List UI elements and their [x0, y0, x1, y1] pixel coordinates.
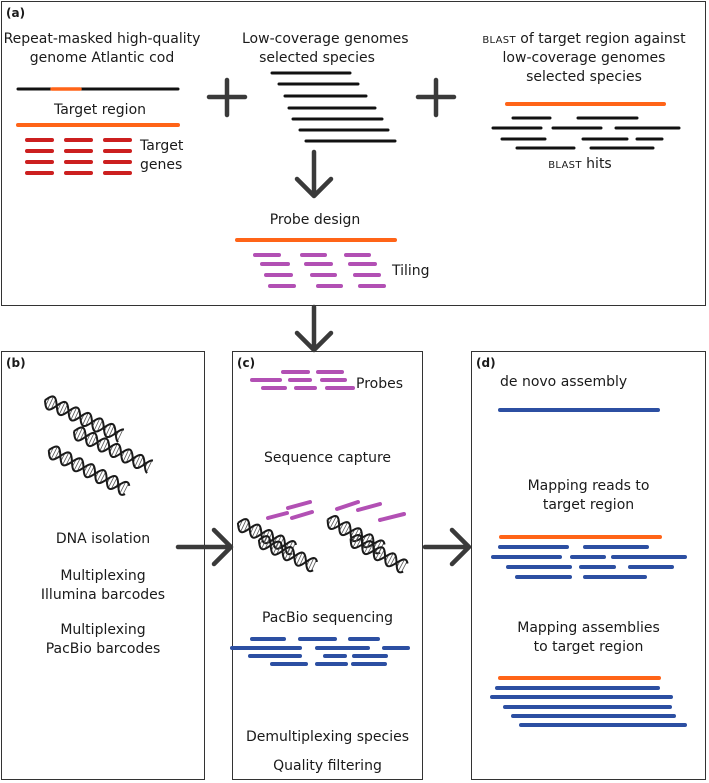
- arrow-to-probe-design: [294, 149, 334, 199]
- blast-hits-rest: hits: [581, 156, 612, 172]
- probes-label: Probes: [356, 376, 404, 392]
- mapping-reads-line2: target region: [542, 497, 635, 513]
- mapping-assemblies-line1: Mapping assemblies: [517, 620, 660, 636]
- captured-probe: [286, 500, 312, 510]
- target-genes-label-1: Target: [140, 138, 184, 154]
- blast-hits-label: BLAST hits: [520, 155, 640, 175]
- target-region-label: Target region: [53, 102, 147, 118]
- captured-probe: [356, 502, 382, 512]
- captured-probe: [290, 510, 314, 520]
- arrow-to-panel-c: [294, 304, 334, 353]
- dna-icon: [257, 535, 319, 573]
- captured-probe: [378, 512, 406, 522]
- blast-smallcaps: BLAST: [482, 35, 516, 46]
- dna-icon: [349, 534, 409, 574]
- line-marks: [16, 71, 687, 727]
- multiplexing-illumina-line1: Multiplexing: [60, 568, 146, 584]
- captured-probe: [266, 511, 289, 520]
- blast-description-rest: of target region against: [515, 31, 686, 47]
- dna-icon: [47, 445, 131, 496]
- arrow-c-to-d: [422, 527, 472, 567]
- cod-genome-line1: Repeat-masked high-quality: [3, 31, 201, 47]
- flow-arrows: [175, 77, 472, 567]
- arrow-b-to-c: [175, 527, 234, 567]
- blast-hits-smallcaps: BLAST: [548, 160, 582, 171]
- target-genes-label-2: genes: [140, 157, 183, 173]
- dna-isolation-label: DNA isolation: [55, 531, 151, 547]
- mapping-reads-line1: Mapping reads to: [527, 478, 650, 494]
- blast-description-line2: low-coverage genomes: [502, 50, 666, 66]
- plus-sign-1: [206, 77, 248, 118]
- panel-a-label: (a): [6, 6, 26, 20]
- de-novo-label: de novo assembly: [500, 374, 628, 390]
- probe-design-label: Probe design: [269, 212, 361, 228]
- low-coverage-line2: selected species: [259, 50, 375, 66]
- cod-genome-line2: genome Atlantic cod: [29, 50, 175, 66]
- dna-icons: [43, 395, 409, 574]
- panel-d-label: (d): [476, 356, 496, 370]
- panel-c-label: (c): [237, 356, 256, 370]
- blast-description-line3: selected species: [526, 69, 642, 85]
- low-coverage-line1: Low-coverage genomes: [242, 31, 409, 47]
- multiplexing-pacbio-line2: PacBio barcodes: [45, 641, 161, 657]
- sequence-capture-label: Sequence capture: [263, 450, 392, 466]
- pacbio-sequencing-label: PacBio sequencing: [261, 610, 394, 626]
- quality-filtering-label: Quality filtering: [273, 758, 382, 774]
- plus-sign-2: [415, 77, 457, 118]
- panel-b-label: (b): [6, 356, 26, 370]
- demultiplexing-label: Demultiplexing species: [246, 729, 409, 745]
- mapping-assemblies-line2: to target region: [533, 639, 644, 655]
- captured-probe: [335, 500, 360, 511]
- dna-icon: [43, 395, 125, 443]
- multiplexing-illumina-line2: Illumina barcodes: [40, 587, 166, 603]
- blast-description-line1: BLAST of target region against: [460, 30, 708, 50]
- multiplexing-pacbio-line1: Multiplexing: [60, 622, 146, 638]
- dna-icon: [72, 426, 154, 474]
- tiling-label: Tiling: [392, 263, 430, 279]
